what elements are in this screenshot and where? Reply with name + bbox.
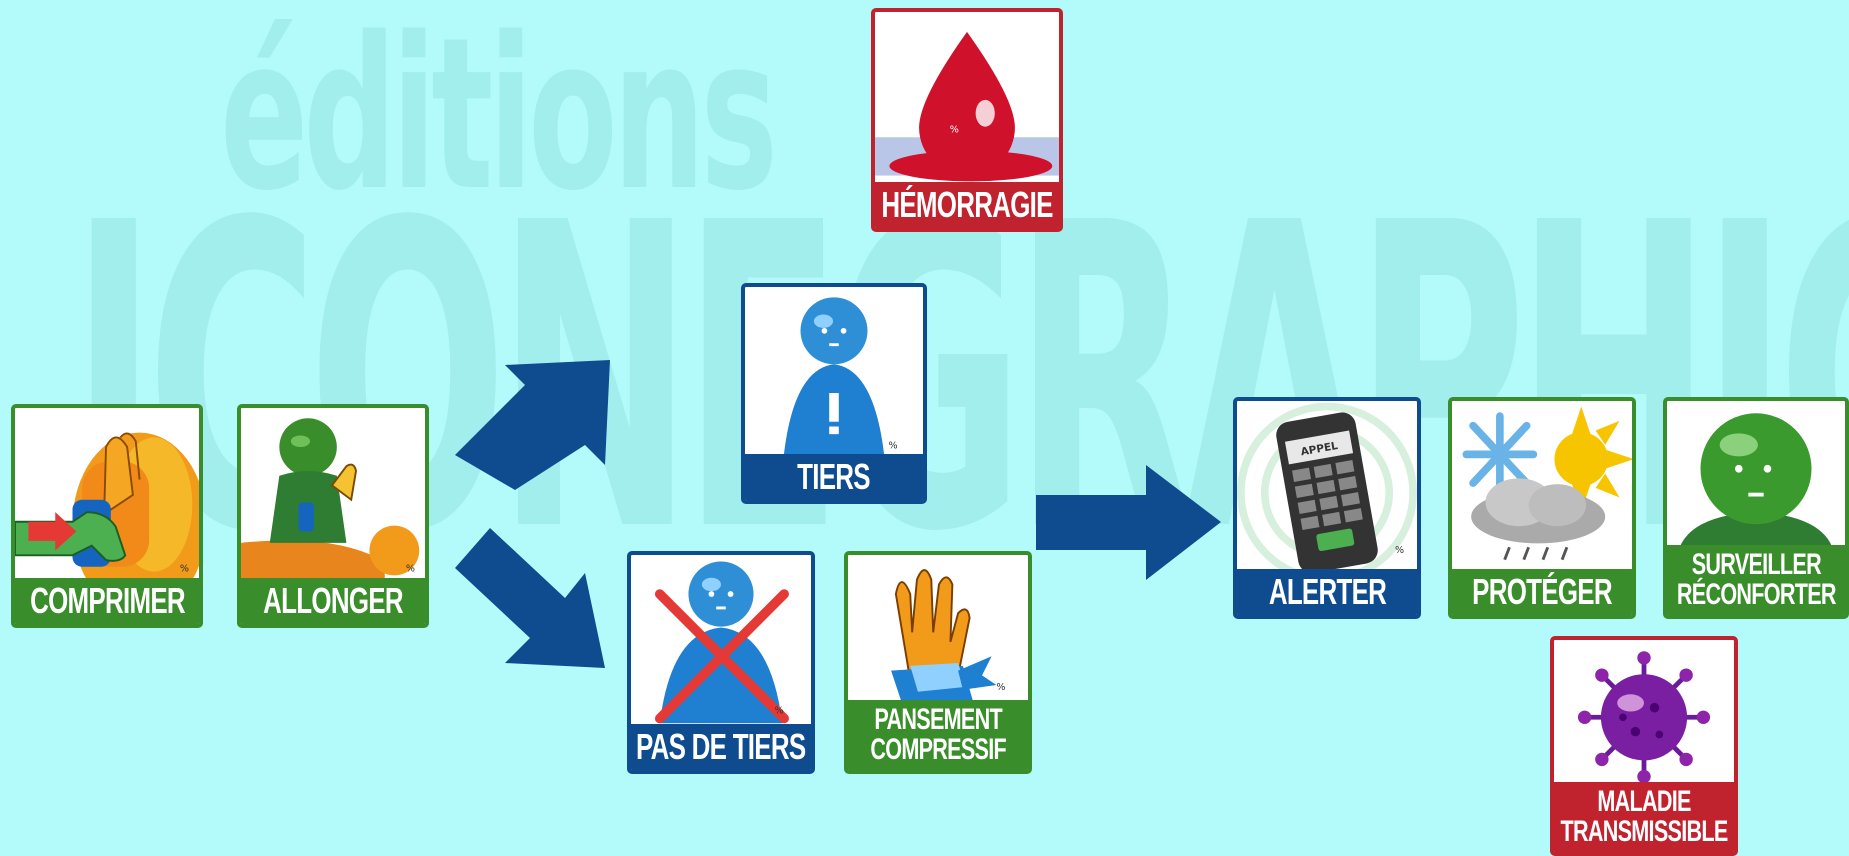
arrow-right: [1036, 465, 1221, 580]
watermark-editions: éditions: [220, 0, 778, 237]
card-proteger: PROTÉGER: [1448, 397, 1636, 619]
card-hemorragie: % HÉMORRAGIE: [871, 8, 1063, 232]
person-exclamation-icon: %: [745, 287, 923, 500]
card-label: TIERS: [745, 454, 923, 500]
card-label: COMPRIMER: [15, 578, 199, 624]
person-lying-icon: %: [241, 408, 425, 624]
hand-pressing-icon: %: [15, 408, 199, 624]
arrow-down-right: [455, 528, 615, 668]
svg-text:%: %: [996, 682, 1005, 693]
card-tiers: % TIERS: [741, 283, 927, 504]
svg-text:%: %: [406, 564, 415, 575]
person-face-icon: %: [1667, 401, 1845, 615]
arrow-up-right: [455, 360, 615, 490]
svg-text:%: %: [950, 124, 959, 135]
card-allonger: % ALLONGER: [237, 404, 429, 628]
weather-icon: [1452, 401, 1632, 615]
blood-drop-icon: %: [875, 12, 1059, 228]
svg-text:%: %: [1820, 516, 1829, 527]
svg-text:%: %: [775, 706, 784, 717]
card-pas-de-tiers: % PAS DE TIERS: [627, 551, 815, 774]
card-label: PROTÉGER: [1452, 569, 1632, 615]
svg-text:%: %: [1395, 545, 1404, 556]
card-label: ALLONGER: [241, 578, 425, 624]
svg-text:%: %: [180, 564, 189, 575]
card-alerter: APPEL % ALERTER: [1233, 397, 1421, 619]
virus-icon: [1554, 640, 1734, 852]
phone-icon: APPEL %: [1237, 401, 1417, 615]
person-crossed-icon: %: [631, 555, 811, 770]
card-label: HÉMORRAGIE: [875, 182, 1059, 228]
card-label: PAS DE TIERS: [631, 724, 811, 770]
svg-text:%: %: [889, 441, 898, 452]
card-comprimer: % COMPRIMER: [11, 404, 203, 628]
card-label: ALERTER: [1237, 569, 1417, 615]
